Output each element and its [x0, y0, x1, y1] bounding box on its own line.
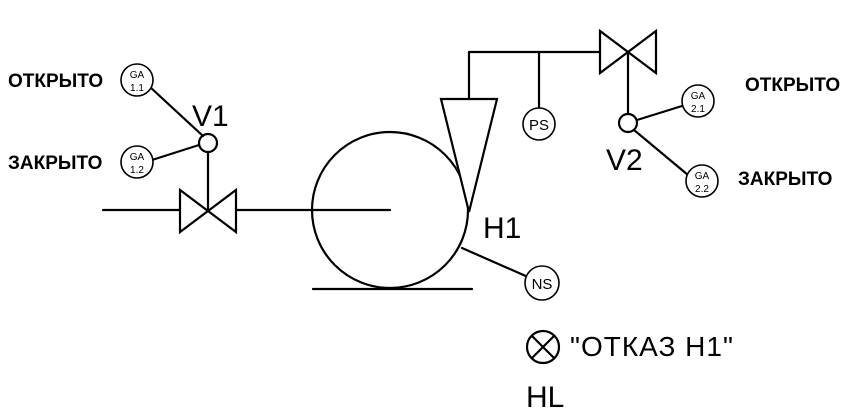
v2-open-label: ОТКРЫТО [745, 75, 840, 96]
v1-link-open [148, 85, 205, 138]
v1-actuator-indicator [197, 132, 219, 154]
sensor-ga-2-1[interactable]: GA 2.1 [681, 84, 715, 118]
sensor-ps[interactable]: PS [522, 107, 556, 141]
sensor-ga-1-1[interactable]: GA 1.1 [120, 63, 154, 97]
svg-text:2.2: 2.2 [695, 184, 709, 195]
v1-link-closed [150, 143, 201, 162]
v2-link-open [635, 104, 684, 122]
valve-v1-tag: V1 [192, 100, 229, 133]
valve-v2-symbol[interactable] [598, 28, 658, 76]
svg-text:GA: GA [691, 91, 706, 102]
alarm-lamp-icon[interactable] [525, 329, 561, 365]
v2-closed-label: ЗАКРЫТО [738, 169, 832, 190]
valve-v1-symbol[interactable] [178, 187, 238, 235]
sensor-ga-1-2[interactable]: GA 1.2 [120, 145, 154, 179]
svg-text:NS: NS [532, 276, 553, 293]
svg-text:1.1: 1.1 [130, 83, 144, 94]
svg-text:2.1: 2.1 [691, 104, 705, 115]
v1-open-label: ОТКРЫТО [8, 71, 103, 92]
v1-closed-label: ЗАКРЫТО [8, 153, 102, 174]
svg-text:GA: GA [130, 70, 145, 81]
v2-link-closed [632, 128, 690, 177]
pump-h1-tag: H1 [483, 212, 521, 245]
svg-text:GA: GA [130, 152, 145, 163]
alarm-text: "ОТКАЗ H1" [570, 331, 734, 362]
valve-v2-tag: V2 [606, 144, 643, 177]
alarm-lamp-tag: HL [526, 381, 564, 414]
svg-text:GA: GA [695, 171, 710, 182]
svg-text:PS: PS [529, 117, 549, 134]
ns-link [460, 246, 530, 279]
sensor-ns[interactable]: NS [524, 265, 560, 301]
sensor-ga-2-2[interactable]: GA 2.2 [685, 164, 719, 198]
v2-actuator-indicator [617, 112, 639, 134]
svg-text:1.2: 1.2 [130, 165, 144, 176]
